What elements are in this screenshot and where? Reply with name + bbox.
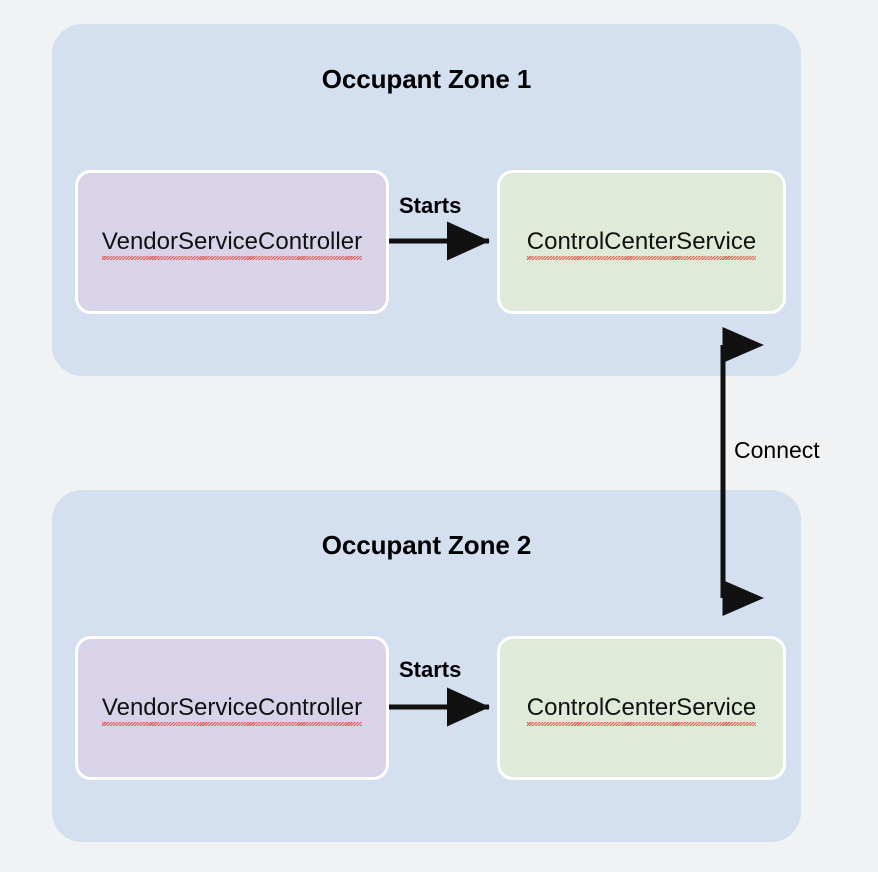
zone-1-title: Occupant Zone 1 — [321, 64, 532, 94]
node-vendor-service-controller-zone-1[interactable]: VendorServiceController — [75, 170, 389, 314]
node-label: ControlCenterService — [526, 228, 757, 260]
node-vendor-service-controller-zone-2[interactable]: VendorServiceController — [75, 636, 389, 780]
node-control-center-service-zone-1[interactable]: ControlCenterService — [497, 170, 786, 314]
edge-label-connect: Connect — [734, 437, 820, 463]
node-label: ControlCenterService — [526, 694, 757, 726]
node-label: VendorServiceController — [101, 694, 363, 726]
edge-label-starts-zone-2: Starts — [399, 657, 462, 682]
edge-label-starts-zone-1: Starts — [399, 193, 462, 218]
node-control-center-service-zone-2[interactable]: ControlCenterService — [497, 636, 786, 780]
node-label: VendorServiceController — [101, 228, 363, 260]
zone-2-title: Occupant Zone 2 — [321, 530, 532, 560]
